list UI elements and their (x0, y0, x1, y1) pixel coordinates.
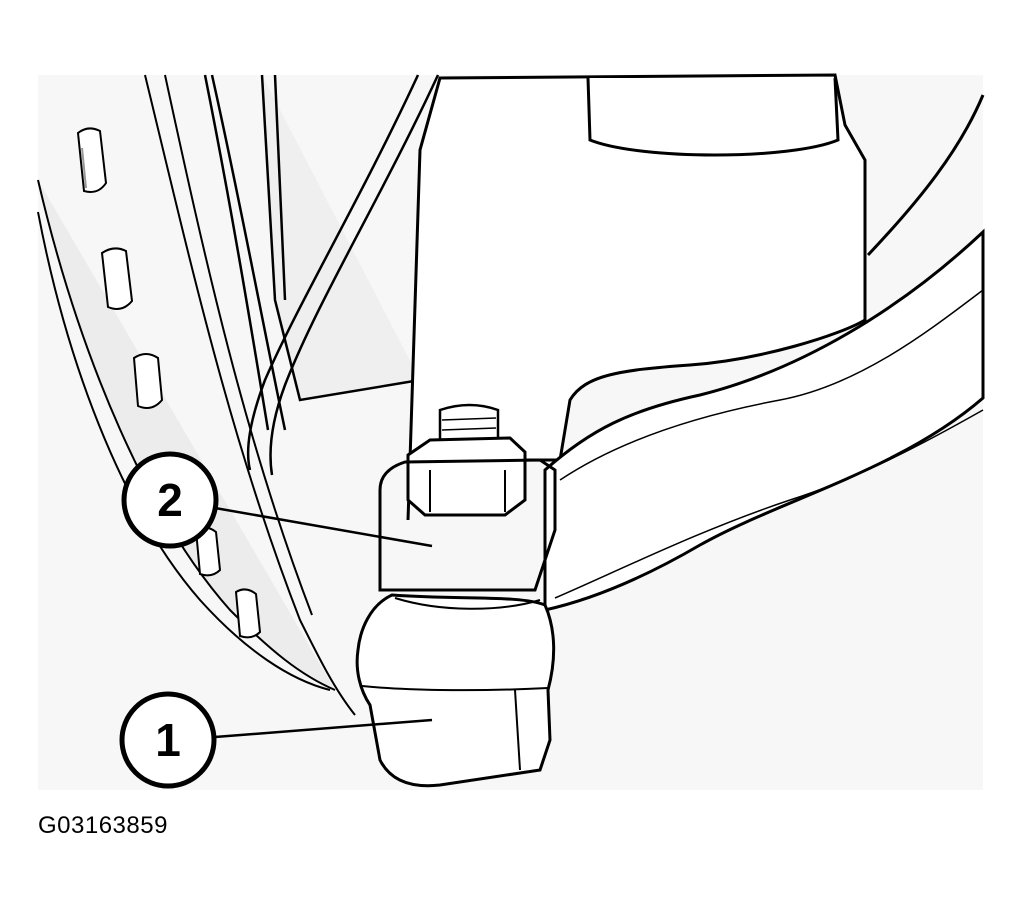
figure-code: G03163859 (38, 812, 168, 839)
callout-1: 1 (119, 691, 217, 789)
shield-slots (76, 127, 262, 639)
callout-2-label: 2 (157, 474, 183, 526)
callout-1-leader (214, 718, 433, 739)
steering-arm (406, 73, 867, 521)
callout-1-label: 1 (155, 714, 181, 766)
callout-2-leader (214, 506, 433, 548)
steering-knuckle (203, 74, 440, 476)
retaining-nut (378, 436, 557, 592)
tie-rod-end (355, 593, 556, 788)
control-arm (543, 94, 985, 612)
callout-2: 2 (121, 451, 219, 549)
